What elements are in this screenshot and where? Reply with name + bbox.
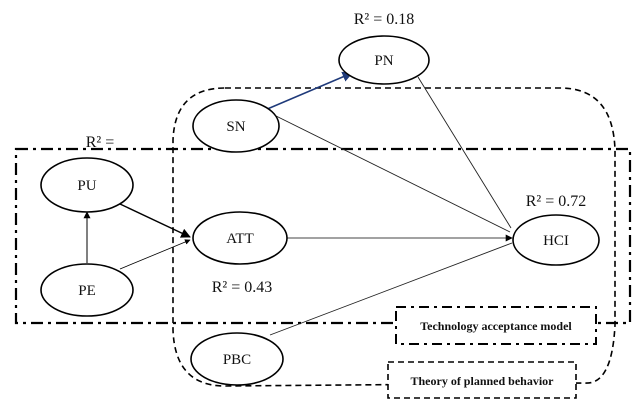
hci-r-squared: R² = 0.72	[526, 193, 587, 210]
att-r-squared: R² = 0.43	[212, 279, 273, 296]
tam-label: Technology acceptance model	[420, 319, 572, 333]
node-pbc-label: PBC	[223, 352, 251, 368]
node-pu-label: PU	[77, 178, 96, 194]
tpb-group-boundary	[172, 87, 616, 387]
tam-group-boundary	[14, 147, 632, 325]
node-pe: PE	[40, 263, 134, 317]
tam-label-box: Technology acceptance model	[395, 306, 597, 345]
tpb-label: Theory of planned behavior	[410, 374, 554, 388]
node-pu: PU	[40, 157, 134, 213]
node-hci-label: HCI	[543, 233, 569, 249]
node-pe-label: PE	[78, 283, 96, 299]
edge-sn-hci	[269, 112, 511, 233]
node-sn: SN	[192, 99, 280, 153]
node-att-label: ATT	[226, 231, 254, 247]
node-pn-label: PN	[374, 53, 393, 69]
node-att: ATT	[192, 211, 288, 265]
edge-pbc-hci	[269, 242, 513, 336]
edge-sn-pn	[264, 71, 353, 111]
tpb-label-box: Theory of planned behavior	[387, 361, 577, 399]
edge-pn-hci	[417, 76, 512, 229]
edge-pe-att	[119, 239, 191, 270]
pn-r-squared: R² = 0.18	[354, 11, 415, 28]
node-hci: HCI	[512, 214, 600, 266]
node-pn: PN	[338, 35, 430, 85]
node-sn-label: SN	[226, 119, 245, 135]
node-pbc: PBC	[190, 332, 284, 386]
edge-pu-att	[119, 203, 191, 238]
pu-r-squared: R² =	[86, 134, 115, 151]
